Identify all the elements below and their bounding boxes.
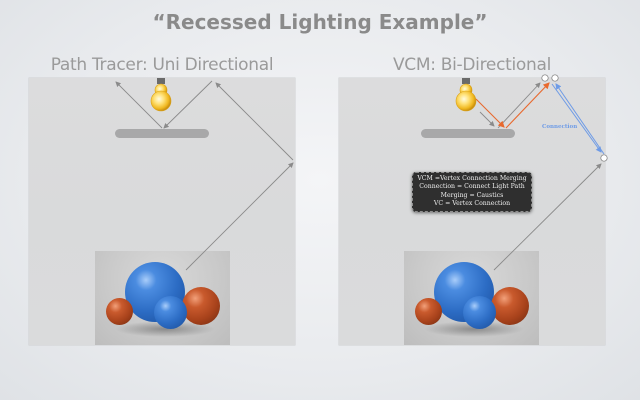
legend-line: VC = Vertex Connection [433,200,511,208]
legend-line: VCM =Vertex Connection Merging [417,175,527,182]
connection-label: Connection [542,124,578,130]
left-panel [29,78,295,345]
spheres-render [404,251,539,345]
small-blue-sphere [463,296,496,329]
slide-title: “Recessed Lighting Example” [152,10,488,34]
large-red-sphere [182,287,220,325]
small-blue-sphere [154,296,187,329]
legend-line: Merging = Caustics [440,191,504,199]
spheres-render [95,251,230,345]
small-red-sphere [415,298,442,325]
left-panel-title: Path Tracer: Uni Directional [50,55,274,75]
small-red-sphere [106,298,133,325]
recessed-shelf [421,129,515,138]
legend-line: Connection = Connect Light Path [419,183,525,191]
vcm-legend-box: VCM =Vertex Connection Merging Connectio… [412,172,532,212]
large-red-sphere [491,287,529,325]
recessed-shelf [115,129,209,138]
right-panel-title: VCM: Bi-Directional [392,55,552,75]
